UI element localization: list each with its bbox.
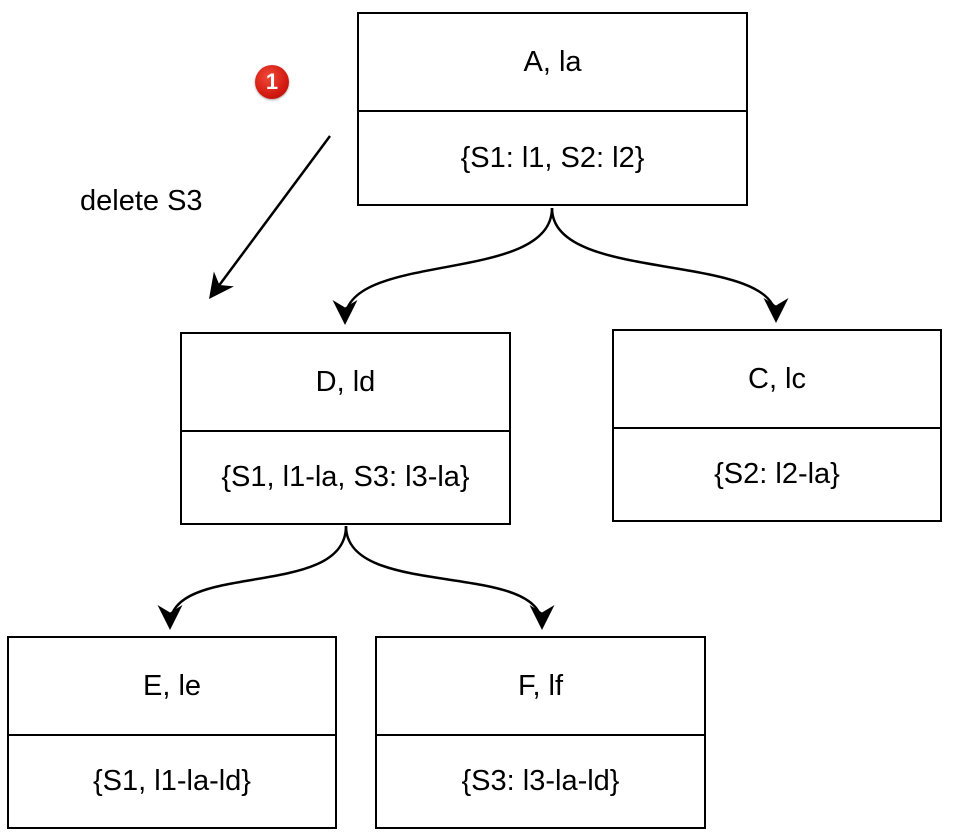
node-a-title: A, la [359,14,746,112]
node-a-body: {S1: l1, S2: l2} [460,141,645,174]
node-e-title: E, le [9,638,335,736]
node-d-title: D, ld [182,334,509,432]
edge-a-to-d [332,207,554,325]
edge-d-to-f [344,525,555,630]
node-e: E, le {S1, l1-la-ld} [7,636,337,829]
node-d-body: {S1, l1-la, S3: l3-la} [221,461,470,493]
node-c-body: {S2: l2-la} [714,458,840,490]
node-f: F, lf {S3: l3-la-ld} [375,636,706,829]
node-d: D, ld {S1, l1-la, S3: l3-la} [180,332,511,525]
node-e-body: {S1, l1-la-ld} [93,765,251,797]
node-a: A, la {S1: l1, S2: l2} [357,12,748,206]
edge-d-to-e [157,525,348,630]
delete-arrow [209,135,332,300]
edge-a-to-c [550,207,789,323]
node-c: C, lc {S2: l2-la} [612,329,942,522]
step-badge: 1 [255,65,289,99]
node-f-body: {S3: l3-la-ld} [461,765,620,797]
delete-annotation-label: delete S3 [80,185,203,217]
node-c-title: C, lc [614,331,940,429]
node-f-title: F, lf [377,638,704,736]
